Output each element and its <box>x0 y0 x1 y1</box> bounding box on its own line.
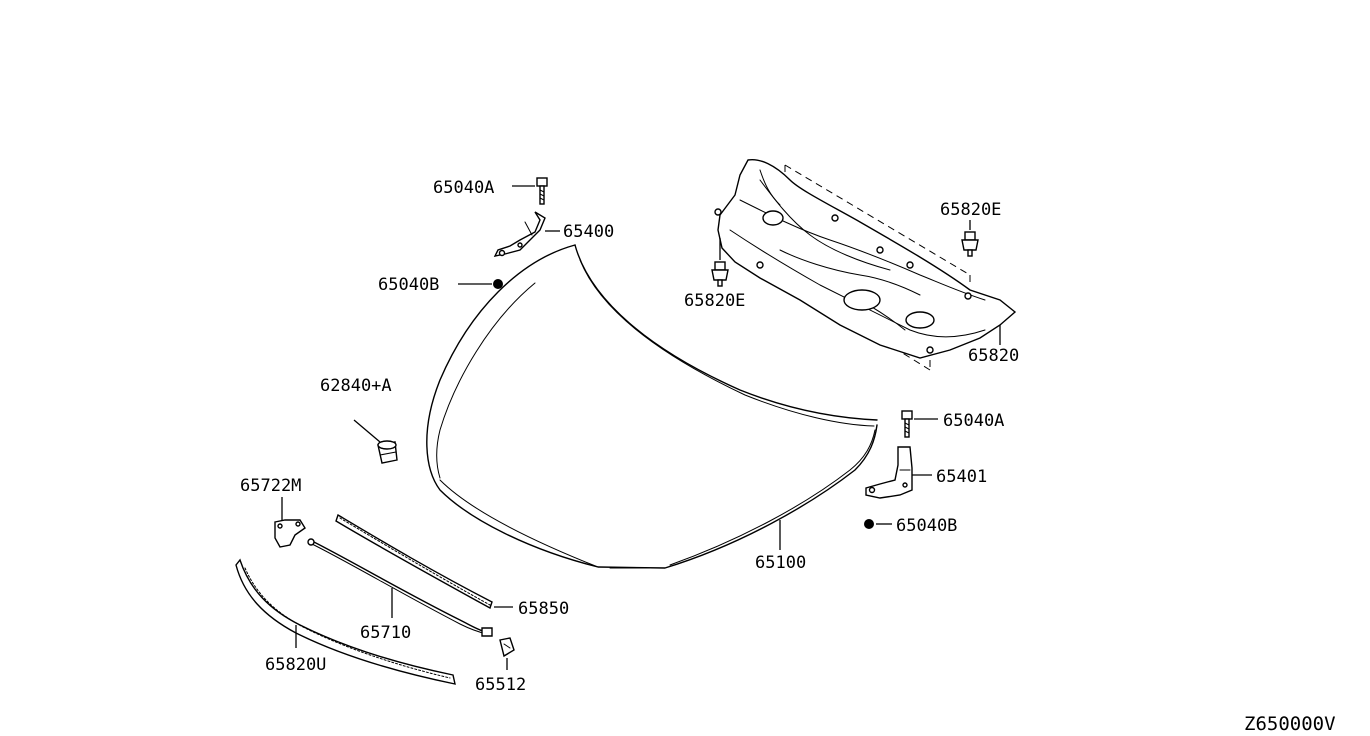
bolt-65040a-right[interactable] <box>901 410 913 438</box>
bracket-65722m[interactable] <box>274 519 306 548</box>
label-65820e-left[interactable]: 65820E <box>684 291 745 311</box>
label-65850[interactable]: 65850 <box>518 599 569 619</box>
label-65400[interactable]: 65400 <box>563 222 614 242</box>
hood-insulator[interactable] <box>714 158 1017 371</box>
label-65040a-top[interactable]: 65040A <box>433 178 494 198</box>
hood-support-rod[interactable] <box>307 538 493 637</box>
label-65820e-right[interactable]: 65820E <box>940 200 1001 220</box>
hood-seal[interactable] <box>335 513 493 610</box>
hood-hinge-right[interactable] <box>865 446 913 499</box>
label-65820u[interactable]: 65820U <box>265 655 326 675</box>
hood-hinge-left[interactable] <box>493 211 546 257</box>
label-65820[interactable]: 65820 <box>968 346 1019 366</box>
label-65100[interactable]: 65100 <box>755 553 806 573</box>
nut-65040b-top[interactable] <box>493 279 503 289</box>
label-65722m[interactable]: 65722M <box>240 476 301 496</box>
hood-panel[interactable] <box>426 244 878 569</box>
diagram-code: Z650000V <box>1244 713 1336 735</box>
clip-65820e-right[interactable] <box>961 231 979 257</box>
bolt-65040a-top[interactable] <box>536 177 548 205</box>
label-65040b-top[interactable]: 65040B <box>378 275 439 295</box>
label-65040b-right[interactable]: 65040B <box>896 516 957 536</box>
label-65040a-right[interactable]: 65040A <box>943 411 1004 431</box>
bumper-rubber[interactable] <box>377 440 398 464</box>
label-65710[interactable]: 65710 <box>360 623 411 643</box>
label-65512[interactable]: 65512 <box>475 675 526 695</box>
clip-65512[interactable] <box>499 637 515 658</box>
label-65401[interactable]: 65401 <box>936 467 987 487</box>
label-62840a[interactable]: 62840+A <box>320 376 392 396</box>
front-seal-65820u[interactable] <box>235 558 456 685</box>
nut-65040b-right[interactable] <box>864 519 874 529</box>
clip-65820e-left[interactable] <box>711 261 729 287</box>
